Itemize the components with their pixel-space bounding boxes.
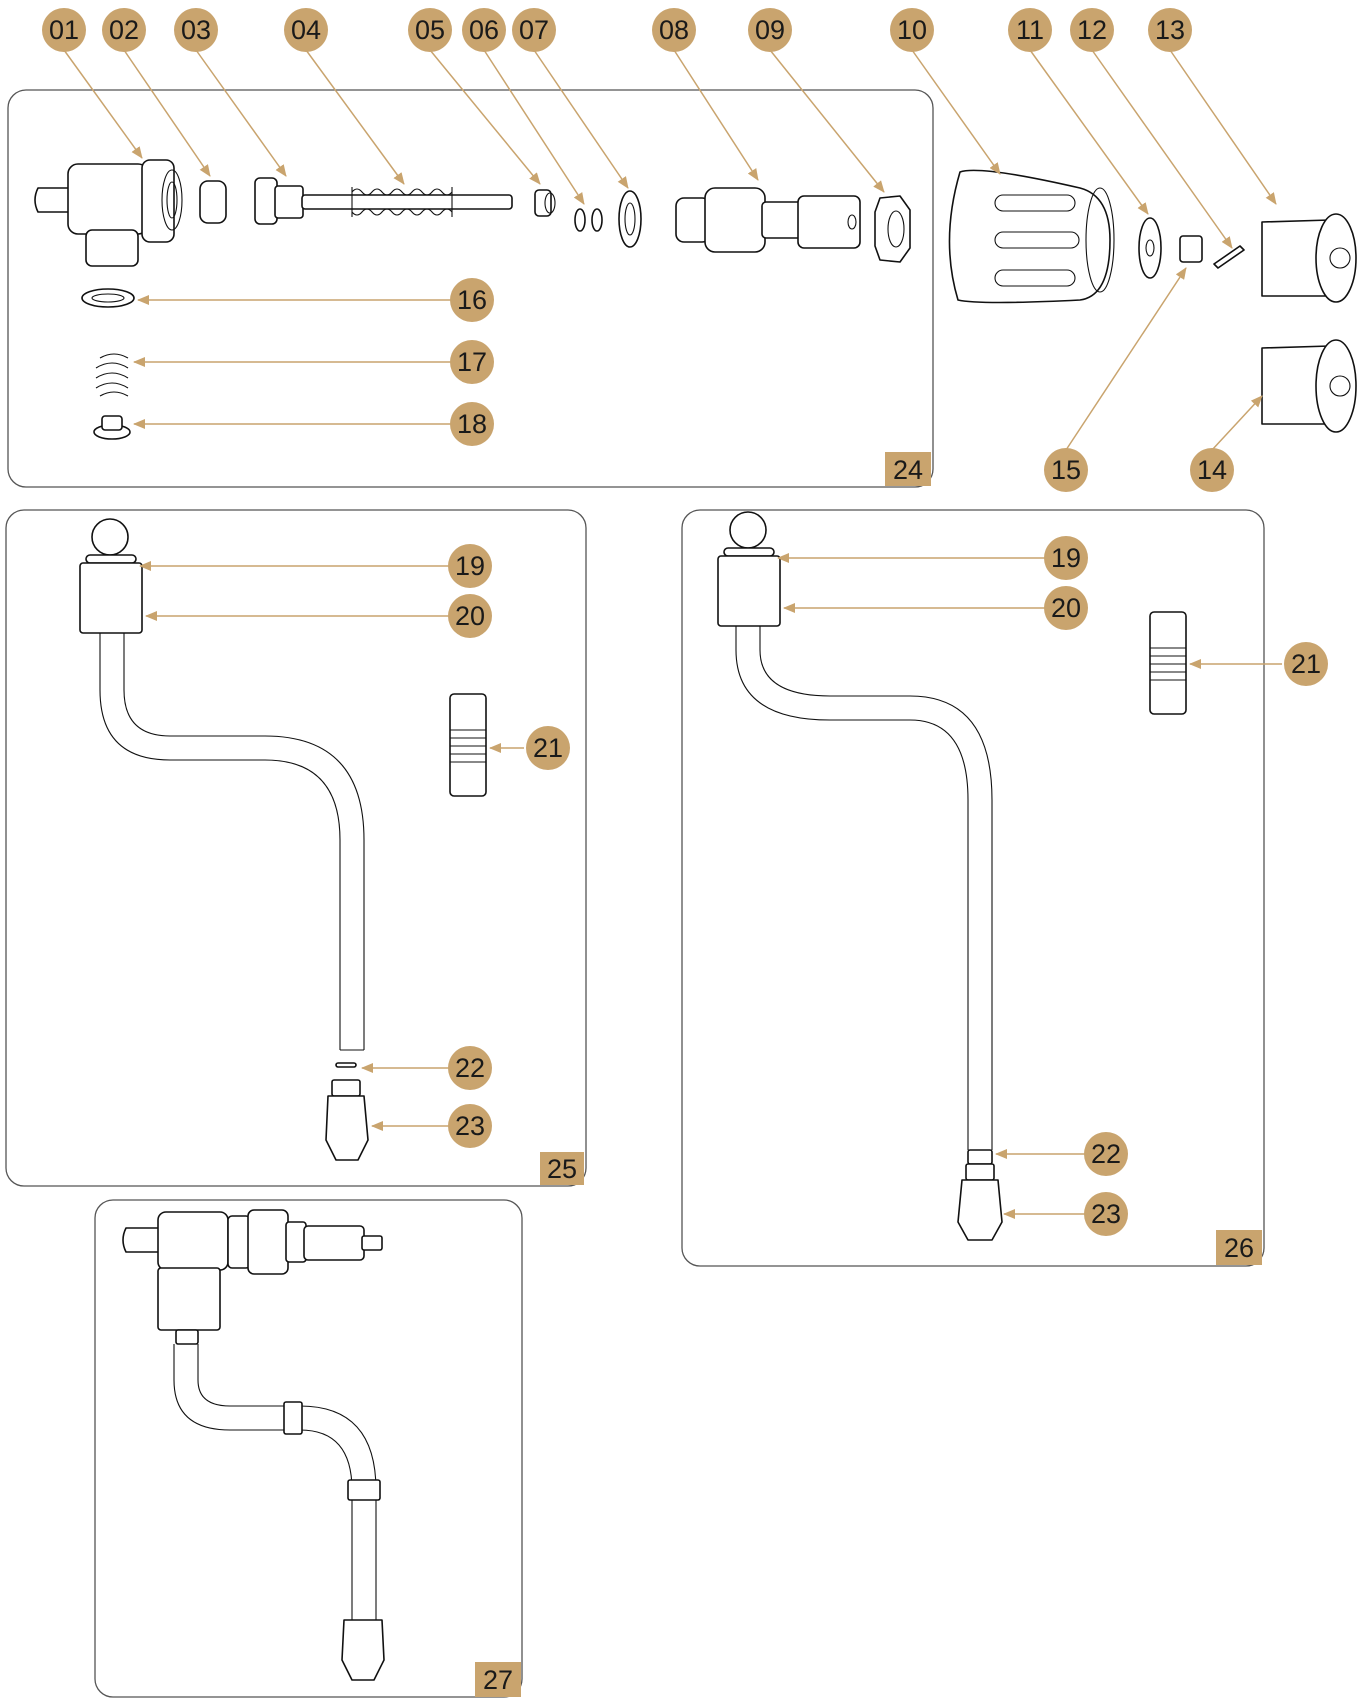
o-rings-part-06 <box>574 208 603 232</box>
svg-text:03: 03 <box>181 15 211 45</box>
svg-text:16: 16 <box>457 285 487 315</box>
callout-20-group25: 20 <box>448 594 492 638</box>
svg-text:05: 05 <box>415 15 445 45</box>
svg-text:12: 12 <box>1077 15 1107 45</box>
svg-text:17: 17 <box>457 347 487 377</box>
callout-17: 17 <box>450 340 494 384</box>
svg-text:11: 11 <box>1016 15 1044 45</box>
group-label-27: 27 <box>483 1665 513 1695</box>
steam-wand-25 <box>79 518 487 1161</box>
svg-text:08: 08 <box>659 15 689 45</box>
callout-05: 05 <box>408 8 452 52</box>
svg-text:19: 19 <box>455 551 485 581</box>
callout-21-group25: 21 <box>526 726 570 770</box>
callout-19-group25: 19 <box>448 544 492 588</box>
seat-part-18 <box>93 415 131 440</box>
svg-text:14: 14 <box>1197 455 1227 485</box>
washer-part-11 <box>1138 217 1162 279</box>
callout-22-group26: 22 <box>1084 1132 1128 1176</box>
callout-06: 06 <box>462 8 506 52</box>
callout-09: 09 <box>748 8 792 52</box>
group-26-box: 26 <box>681 509 1265 1267</box>
svg-text:22: 22 <box>455 1053 485 1083</box>
cap-part <box>199 180 227 224</box>
cap-part-13 <box>1261 213 1357 303</box>
svg-text:23: 23 <box>455 1111 485 1141</box>
svg-text:21: 21 <box>533 733 563 763</box>
callout-23-group26: 23 <box>1084 1192 1128 1236</box>
callout-20-group26: 20 <box>1044 586 1088 630</box>
svg-text:01: 01 <box>49 15 79 45</box>
svg-text:15: 15 <box>1051 455 1081 485</box>
spring-part-17 <box>95 353 129 397</box>
callout-14: 14 <box>1190 448 1234 492</box>
callout-03: 03 <box>174 8 218 52</box>
callout-18: 18 <box>450 402 494 446</box>
svg-text:07: 07 <box>519 15 549 45</box>
callout-12: 12 <box>1070 8 1114 52</box>
svg-text:23: 23 <box>1091 1199 1121 1229</box>
callout-10: 10 <box>890 8 934 52</box>
svg-text:18: 18 <box>457 409 487 439</box>
callout-02: 02 <box>102 8 146 52</box>
stem-part <box>254 177 513 225</box>
svg-text:10: 10 <box>897 15 927 45</box>
callout-01: 01 <box>42 8 86 52</box>
group-label-26: 26 <box>1224 1233 1254 1263</box>
group-25-box: 25 <box>5 509 587 1187</box>
svg-text:20: 20 <box>455 601 485 631</box>
group-27-box: 27 <box>94 1199 523 1698</box>
svg-text:04: 04 <box>291 15 321 45</box>
hex-nut-part-09 <box>874 195 911 263</box>
svg-text:13: 13 <box>1155 15 1185 45</box>
callout-13: 13 <box>1148 8 1192 52</box>
callout-04: 04 <box>284 8 328 52</box>
callout-22-group25: 22 <box>448 1046 492 1090</box>
union-fitting-part-08 <box>675 187 861 253</box>
pin-part-12 <box>1213 245 1245 269</box>
washer-part-07 <box>618 190 642 248</box>
svg-text:20: 20 <box>1051 593 1081 623</box>
group-label-25: 25 <box>547 1154 577 1184</box>
washer-part-16 <box>81 288 135 308</box>
svg-text:19: 19 <box>1051 543 1081 573</box>
svg-text:22: 22 <box>1091 1139 1121 1169</box>
callout-15: 15 <box>1044 448 1088 492</box>
svg-text:02: 02 <box>109 15 139 45</box>
group-label-24: 24 <box>893 455 923 485</box>
group-24-box: 24 <box>7 89 934 488</box>
callout-23-group25: 23 <box>448 1104 492 1148</box>
valve-body-part <box>34 159 183 267</box>
cap-part-14 <box>1261 339 1357 433</box>
callouts: 01 02 03 04 05 06 07 08 09 10 11 12 13 1… <box>42 8 1328 1236</box>
steam-wand-26 <box>717 511 1187 1241</box>
callout-21-group26: 21 <box>1284 642 1328 686</box>
assembly-27 <box>122 1209 385 1681</box>
callout-07: 07 <box>512 8 556 52</box>
svg-text:21: 21 <box>1291 649 1321 679</box>
callout-16: 16 <box>450 278 494 322</box>
seal-part-05 <box>534 189 556 217</box>
svg-text:06: 06 <box>469 15 499 45</box>
callout-19-group26: 19 <box>1044 536 1088 580</box>
callout-11: 11 <box>1008 8 1052 52</box>
knob-part-10 <box>948 169 1115 304</box>
nut-part-15 <box>1179 235 1203 263</box>
leader-lines <box>63 49 1282 1219</box>
svg-text:09: 09 <box>755 15 785 45</box>
callout-08: 08 <box>652 8 696 52</box>
